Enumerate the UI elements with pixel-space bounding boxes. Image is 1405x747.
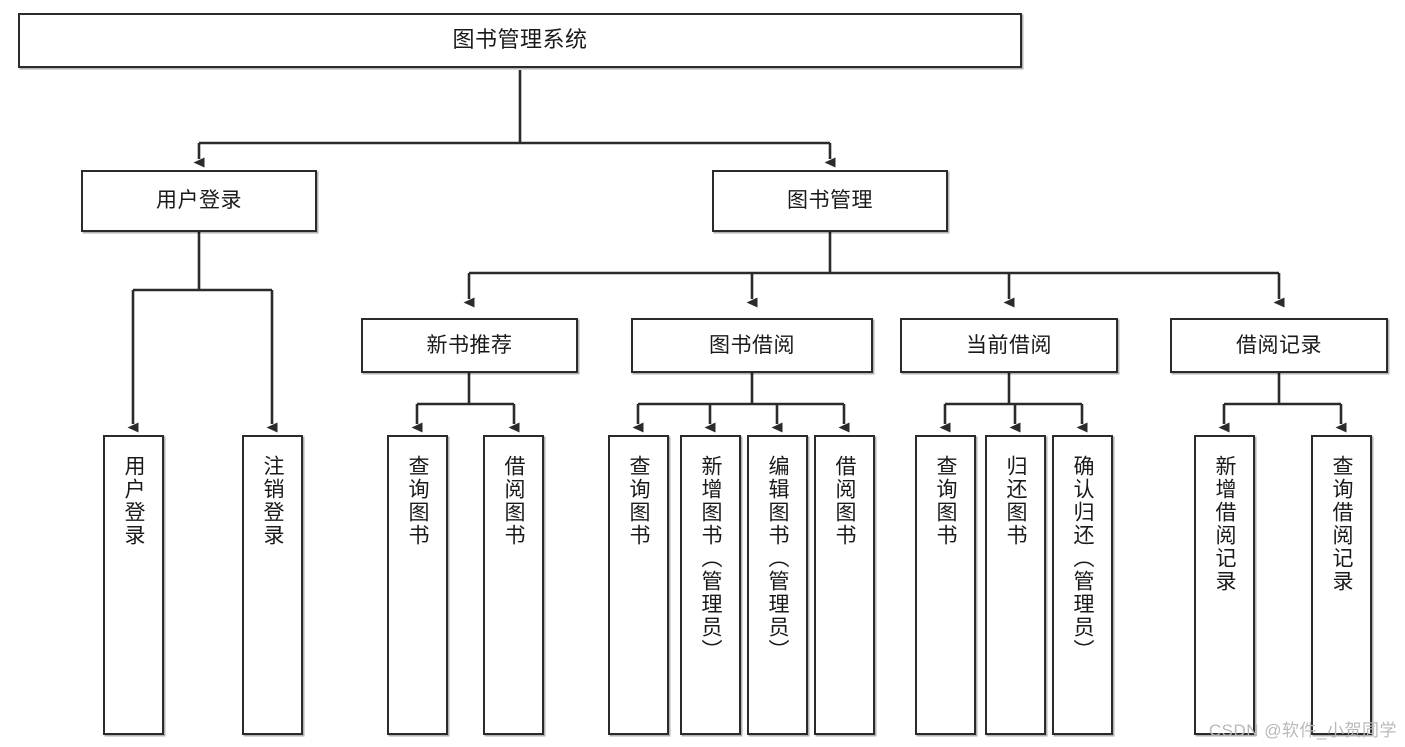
node-leaf-borrow-book-1[interactable]: 借阅图书 xyxy=(483,435,544,735)
node-label: 图书借阅 xyxy=(709,333,795,357)
node-label: 用户登录 xyxy=(122,455,145,547)
node-leaf-borrow-book-2[interactable]: 借阅图书 xyxy=(814,435,875,735)
node-label: 查询图书 xyxy=(406,455,429,547)
node-label: 查询图书 xyxy=(934,455,957,547)
node-leaf-query-book-2[interactable]: 查询图书 xyxy=(608,435,669,735)
node-label: 当前借阅 xyxy=(966,333,1052,357)
node-label: 图书管理 xyxy=(787,189,873,213)
node-leaf-user-login[interactable]: 用户登录 xyxy=(103,435,164,735)
watermark: CSDN @软件_小贺同学 xyxy=(1208,721,1397,740)
node-label: 归还图书 xyxy=(1004,455,1027,547)
node-user-login[interactable]: 用户登录 xyxy=(81,170,317,232)
node-label: 新书推荐 xyxy=(426,333,513,357)
node-leaf-query-book-1[interactable]: 查询图书 xyxy=(387,435,448,735)
node-current-borrow[interactable]: 当前借阅 xyxy=(900,318,1118,373)
node-leaf-confirm-return[interactable]: 确认归还（管理员） xyxy=(1052,435,1113,735)
node-label: 图书管理系统 xyxy=(452,27,588,53)
node-book-management[interactable]: 图书管理 xyxy=(712,170,948,232)
node-leaf-logout[interactable]: 注销登录 xyxy=(242,435,303,735)
node-label: 新增借阅记录 xyxy=(1213,455,1236,593)
node-leaf-return-book[interactable]: 归还图书 xyxy=(985,435,1046,735)
node-label: 借阅记录 xyxy=(1236,333,1322,357)
node-label: 查询借阅记录 xyxy=(1330,455,1353,593)
node-leaf-query-book-3[interactable]: 查询图书 xyxy=(915,435,976,735)
node-new-book-recommend[interactable]: 新书推荐 xyxy=(361,318,578,373)
node-label: 确认归还（管理员） xyxy=(1071,455,1094,662)
node-leaf-add-book[interactable]: 新增图书（管理员） xyxy=(680,435,741,735)
node-label: 新增图书（管理员） xyxy=(699,455,722,662)
node-label: 借阅图书 xyxy=(502,455,525,547)
node-label: 注销登录 xyxy=(261,455,284,547)
node-book-borrow[interactable]: 图书借阅 xyxy=(631,318,873,373)
node-root-system[interactable]: 图书管理系统 xyxy=(18,13,1022,68)
node-borrow-record[interactable]: 借阅记录 xyxy=(1170,318,1388,373)
node-leaf-query-record[interactable]: 查询借阅记录 xyxy=(1311,435,1372,735)
node-label: 编辑图书（管理员） xyxy=(766,455,789,662)
node-label: 用户登录 xyxy=(156,189,242,213)
node-leaf-add-record[interactable]: 新增借阅记录 xyxy=(1194,435,1255,735)
node-label: 查询图书 xyxy=(627,455,650,547)
node-leaf-edit-book[interactable]: 编辑图书（管理员） xyxy=(747,435,808,735)
node-label: 借阅图书 xyxy=(833,455,856,547)
